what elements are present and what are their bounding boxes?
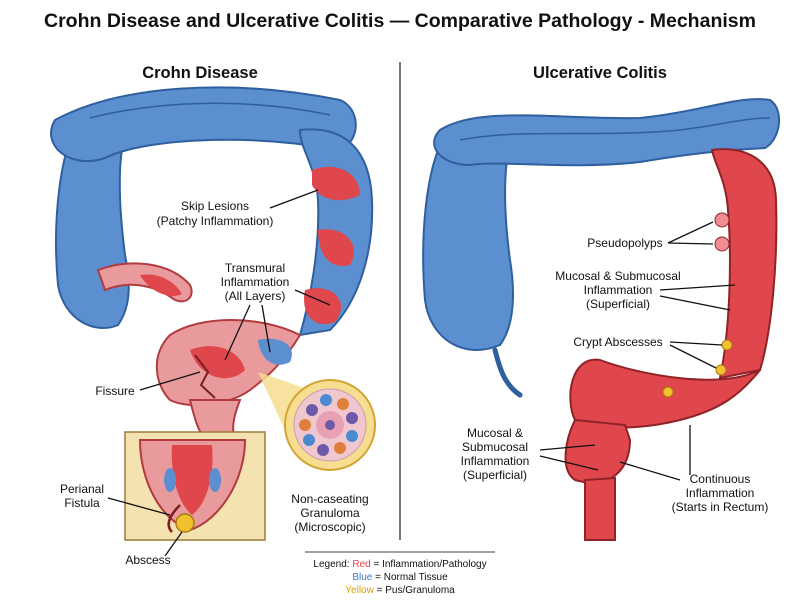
uc-mucosal-left-label-line2: Submucosal bbox=[462, 440, 528, 454]
legend-line-yellow: Yellow = Pus/Granuloma bbox=[345, 585, 455, 596]
pseudopolyps-pointer-2 bbox=[667, 242, 714, 245]
perianal-inset bbox=[124, 431, 266, 541]
skip-lesions-pointer bbox=[269, 189, 319, 209]
uc-mucosal-left-label: Mucosal & bbox=[467, 426, 523, 440]
uc-heading: Ulcerative Colitis bbox=[533, 64, 667, 82]
granuloma-magnified bbox=[258, 372, 376, 471]
legend-line-blue: Blue = Normal Tissue bbox=[352, 572, 448, 583]
uc-colon bbox=[422, 98, 781, 541]
continuous-label-line3: (Starts in Rectum) bbox=[672, 500, 769, 514]
fistula-pointer bbox=[107, 497, 171, 516]
crypt-pointer-1 bbox=[669, 341, 723, 346]
transmural-label: Transmural bbox=[225, 261, 285, 275]
fissure-label: Fissure bbox=[95, 384, 135, 398]
uc-mucosal-right-pointer-2 bbox=[659, 295, 731, 311]
granuloma-label-line3: (Microscopic) bbox=[294, 520, 365, 534]
transmural-label-line2: Inflammation bbox=[221, 275, 290, 289]
transmural-label-line3: (All Layers) bbox=[225, 289, 286, 303]
pseudopolyps-pointer-1 bbox=[667, 221, 714, 244]
continuous-label-line2: Inflammation bbox=[686, 486, 755, 500]
pseudopolyps-label: Pseudopolyps bbox=[587, 236, 662, 250]
continuous-label: Continuous bbox=[690, 472, 751, 486]
legend-red-word: Red bbox=[352, 559, 370, 570]
crohn-heading: Crohn Disease bbox=[142, 64, 258, 82]
uc-mucosal-left-pointer-1 bbox=[539, 444, 596, 451]
transmural-pointer-1 bbox=[224, 304, 251, 361]
fissure-pointer bbox=[139, 371, 201, 391]
uc-mucosal-left-label-line3: Inflammation bbox=[461, 454, 530, 468]
legend-prefix: Legend: bbox=[313, 559, 349, 570]
uc-mucosal-right-pointer-1 bbox=[659, 284, 736, 291]
legend-blue-word: Blue bbox=[352, 572, 372, 583]
legend-yellow-desc: = Pus/Granuloma bbox=[377, 585, 456, 596]
transmural-pointer-3 bbox=[294, 289, 331, 306]
transmural-pointer-2 bbox=[261, 304, 271, 353]
legend-blue-desc: = Normal Tissue bbox=[375, 572, 448, 583]
legend: Legend: Red = Inflammation/Pathology Blu… bbox=[305, 551, 495, 596]
granuloma-label-line2: Granuloma bbox=[300, 506, 360, 520]
legend-yellow-word: Yellow bbox=[345, 585, 374, 596]
granuloma-label: Non-caseating bbox=[291, 492, 368, 506]
skip-lesions-sublabel: (Patchy Inflammation) bbox=[157, 214, 274, 228]
perianal-fistula-label: Perianal bbox=[60, 482, 104, 496]
uc-mucosal-right-label: Mucosal & Submucosal bbox=[555, 269, 680, 283]
crypt-pointer-2 bbox=[669, 344, 717, 369]
legend-red-desc: = Inflammation/Pathology bbox=[373, 559, 486, 570]
uc-mucosal-left-label-line4: (Superficial) bbox=[463, 468, 527, 482]
continuous-pointer-2 bbox=[619, 461, 681, 481]
abscess-pointer bbox=[164, 531, 183, 557]
skip-lesions-label: Skip Lesions bbox=[181, 199, 249, 213]
crypt-abscesses-label: Crypt Abscesses bbox=[573, 335, 662, 349]
perianal-fistula-label-line2: Fistula bbox=[64, 496, 100, 510]
uc-mucosal-left-pointer-2 bbox=[539, 455, 599, 471]
uc-mucosal-right-label-line2: Inflammation bbox=[584, 283, 653, 297]
uc-mucosal-right-label-line3: (Superficial) bbox=[586, 297, 650, 311]
abscess-marker bbox=[175, 513, 195, 533]
page-title: Crohn Disease and Ulcerative Colitis — C… bbox=[44, 10, 756, 32]
abscess-label: Abscess bbox=[125, 553, 170, 567]
legend-line-red: Legend: Red = Inflammation/Pathology bbox=[313, 559, 486, 570]
